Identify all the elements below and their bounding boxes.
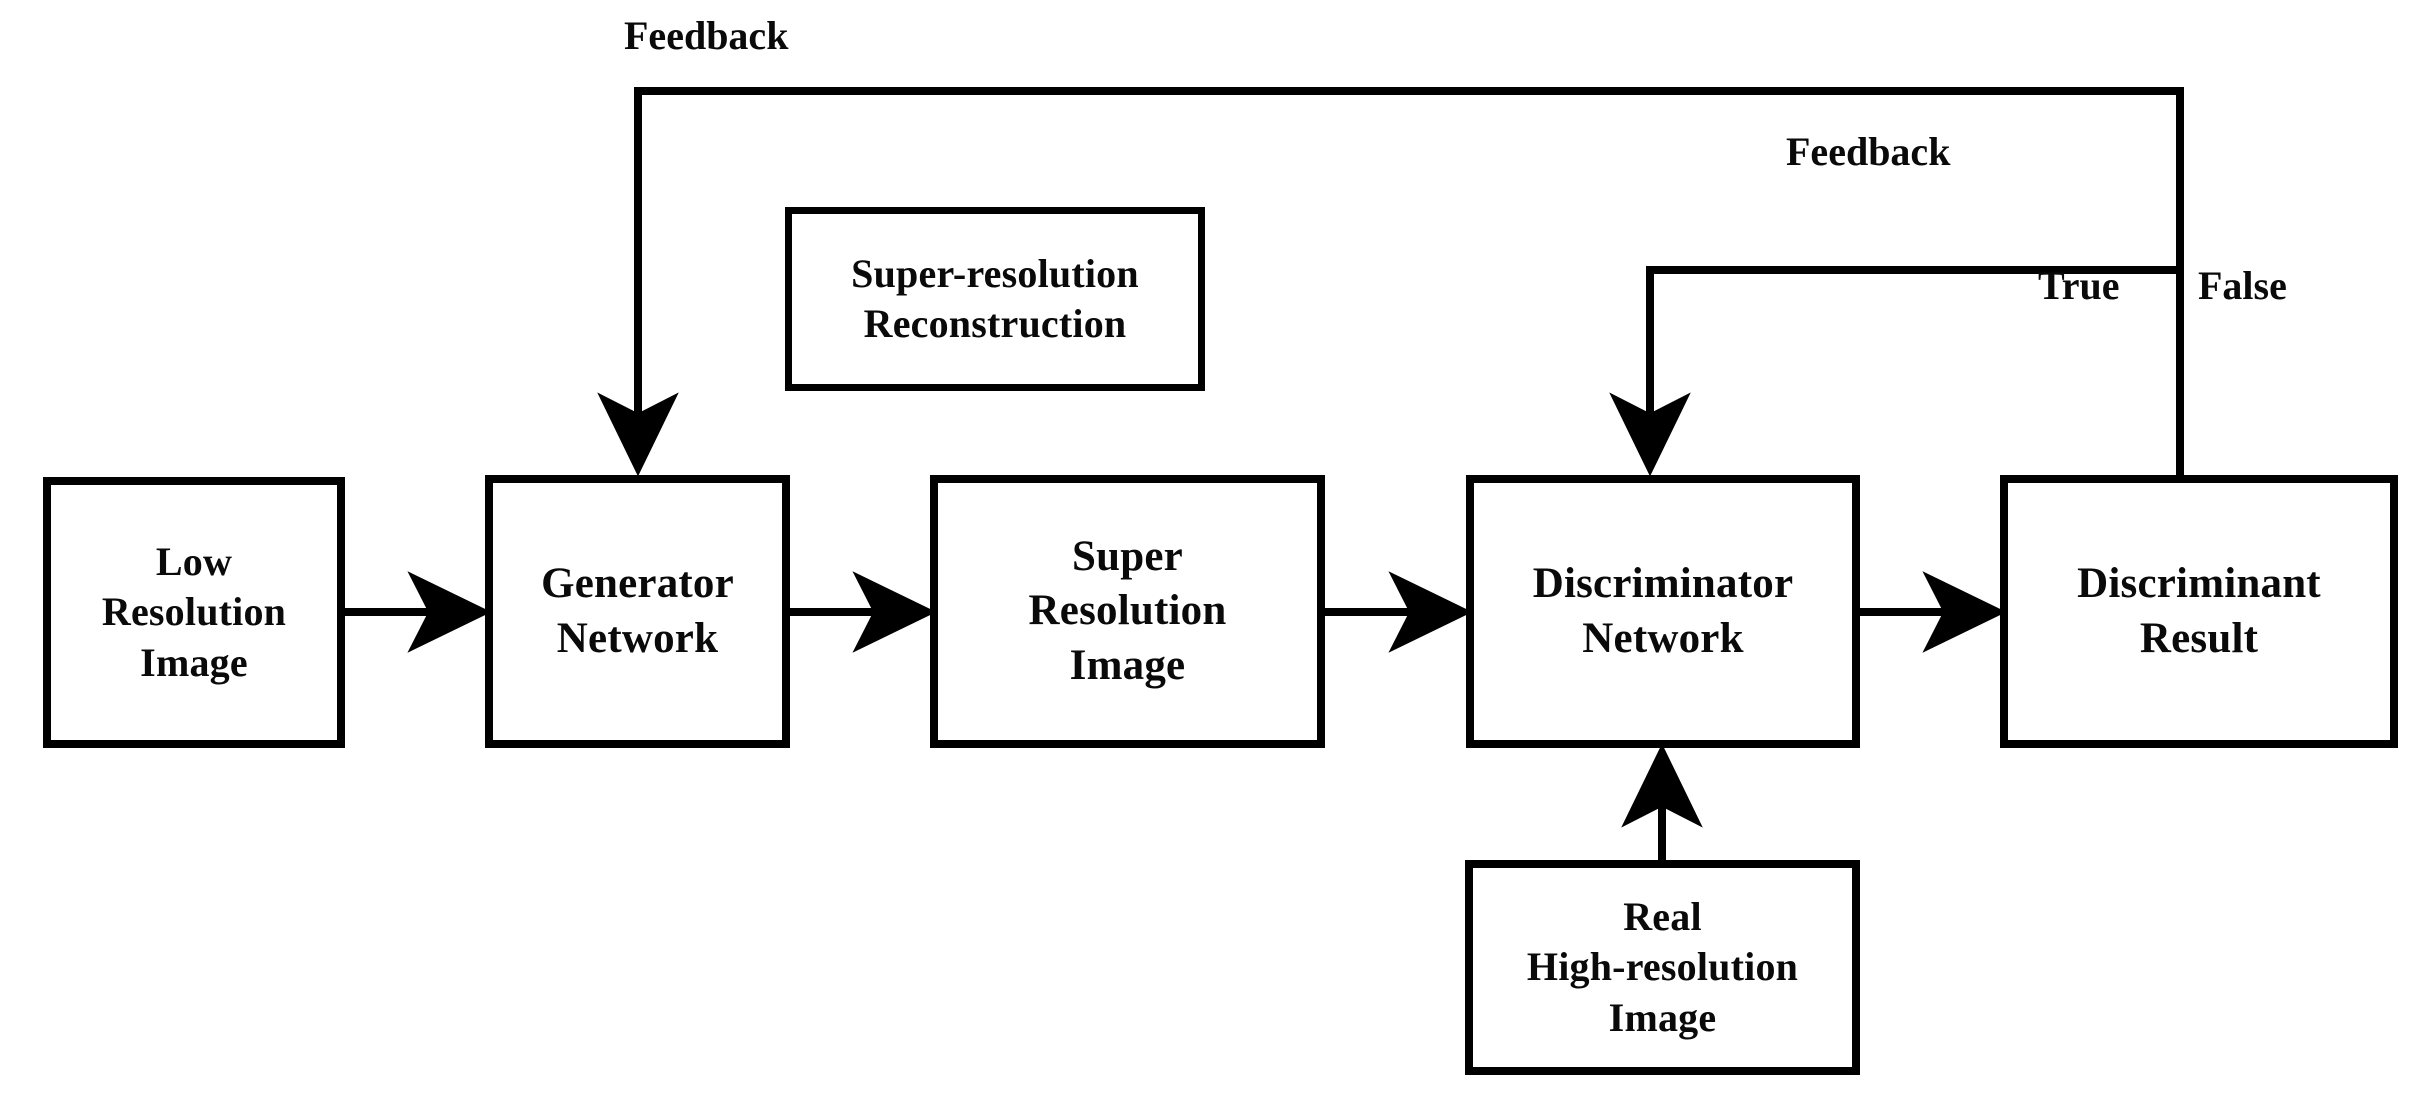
node-super-resolution-image[interactable]: Super Resolution Image bbox=[930, 475, 1325, 748]
node-discriminant-result[interactable]: Discriminant Result bbox=[2000, 475, 2398, 748]
node-discriminator-network[interactable]: Discriminator Network bbox=[1466, 475, 1860, 748]
edge-feedback-to-discriminator bbox=[1609, 266, 2180, 477]
label-feedback-generator: Feedback bbox=[624, 13, 789, 58]
edge-feedback-to-generator bbox=[597, 87, 2184, 477]
node-low-resolution-image[interactable]: Low Resolution Image bbox=[43, 477, 345, 748]
label-feedback-discriminator: Feedback bbox=[1786, 129, 1951, 174]
node-real-high-resolution-image-label: Real High-resolution Image bbox=[1526, 893, 1799, 1040]
node-super-resolution-reconstruction-label: Super-resolution Reconstruction bbox=[851, 250, 1139, 346]
node-discriminator-network-label: Discriminator Network bbox=[1532, 560, 1794, 662]
node-discriminant-result-label: Discriminant Result bbox=[2077, 560, 2321, 662]
node-super-resolution-reconstruction[interactable]: Super-resolution Reconstruction bbox=[785, 207, 1205, 391]
label-false-branch: False bbox=[2198, 263, 2287, 308]
node-low-resolution-image-label: Low Resolution Image bbox=[101, 538, 287, 685]
node-generator-network-label: Generator Network bbox=[541, 560, 734, 662]
node-generator-network[interactable]: Generator Network bbox=[485, 475, 790, 748]
node-super-resolution-image-label: Super Resolution Image bbox=[1028, 533, 1227, 689]
node-real-high-resolution-image[interactable]: Real High-resolution Image bbox=[1465, 860, 1860, 1075]
label-true-branch: True bbox=[2038, 263, 2120, 308]
